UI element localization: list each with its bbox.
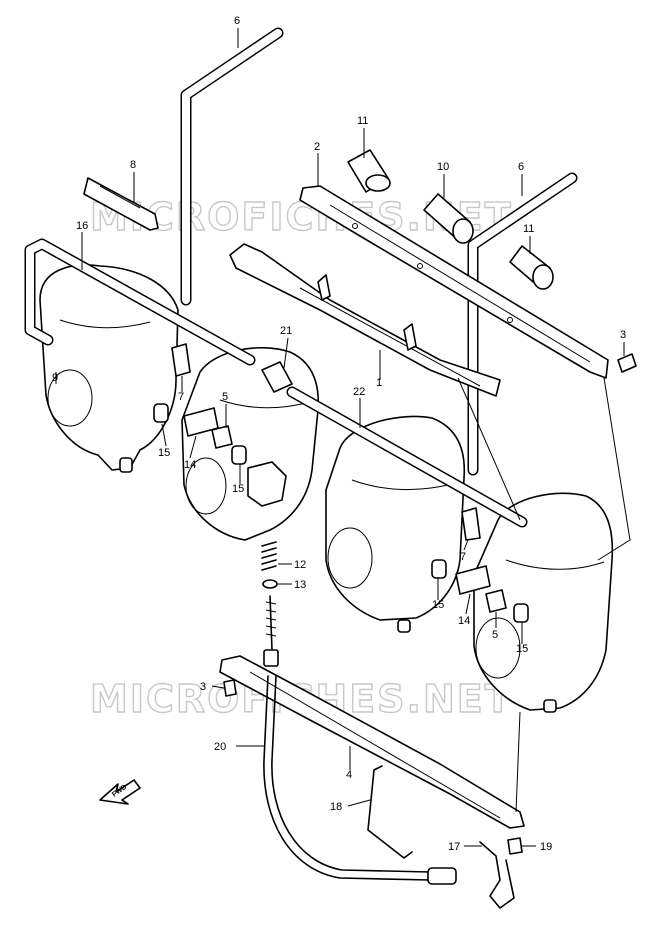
callout-14-left: 14 (184, 459, 196, 471)
bolt-3-bottom (223, 679, 237, 697)
callout-13: 13 (294, 579, 306, 591)
bolt-19 (507, 837, 523, 855)
link-plate-1 (229, 243, 501, 397)
callout-labels: 6 8 11 2 10 6 11 16 3 21 1 22 9 7 5 15 1… (52, 15, 626, 853)
callout-5-left: 5 (222, 391, 228, 403)
callout-17: 17 (448, 841, 460, 853)
bolt-3-top (617, 353, 637, 373)
adjuster-screw (263, 595, 279, 667)
forward-direction-arrow: FWD (99, 779, 141, 805)
breather-tube-22 (286, 386, 528, 528)
carburetor-2 (181, 346, 320, 541)
spring-12 (261, 541, 277, 571)
callout-11-right: 11 (523, 223, 534, 235)
fitting-15-c (431, 559, 447, 579)
fitting-5-right (485, 589, 507, 613)
fitting-15-b (231, 445, 247, 465)
bracket-4 (219, 655, 525, 829)
fitting-15-a (153, 403, 169, 423)
joint-21 (261, 361, 293, 393)
callout-7-right: 7 (460, 551, 466, 563)
callout-6-right: 6 (518, 161, 524, 173)
cable-20 (263, 675, 457, 885)
callout-15-c: 15 (432, 599, 444, 611)
fitting-5-left (211, 425, 233, 449)
washer-13 (262, 579, 278, 589)
rod-18 (367, 765, 413, 859)
carburetor-4 (473, 492, 614, 713)
carburetor-1 (39, 264, 179, 473)
callout-3-top: 3 (620, 329, 626, 341)
holder-plate-2 (299, 185, 609, 379)
callout-1: 1 (376, 377, 382, 389)
callout-3-bottom: 3 (200, 681, 206, 693)
breather-tube-16 (24, 238, 256, 366)
fitting-7-left (171, 343, 191, 377)
callout-4: 4 (346, 769, 352, 781)
callout-14-right: 14 (458, 615, 470, 627)
sleeve-11-right (509, 245, 554, 290)
callout-7-left: 7 (178, 391, 184, 403)
callout-18: 18 (330, 801, 342, 813)
callout-11-top: 11 (357, 115, 368, 127)
callout-9: 9 (52, 372, 58, 384)
callout-12: 12 (294, 559, 306, 571)
fitting-14-right (455, 565, 491, 595)
fitting-7-right (461, 507, 481, 541)
callout-20: 20 (214, 741, 226, 753)
callout-6-left: 6 (234, 15, 240, 27)
callout-2: 2 (314, 141, 320, 153)
callout-15-a: 15 (158, 447, 170, 459)
callout-16: 16 (76, 220, 88, 232)
callout-21: 21 (280, 325, 292, 337)
callout-22: 22 (353, 386, 365, 398)
callout-8: 8 (130, 159, 136, 171)
callout-15-b: 15 (232, 483, 244, 495)
callout-15-d: 15 (516, 643, 528, 655)
leader-lines (55, 28, 631, 847)
callout-5-right: 5 (492, 629, 498, 641)
callout-10: 10 (437, 161, 449, 173)
vent-tube-left (180, 27, 284, 306)
clamp-plate-8 (83, 177, 159, 231)
vent-tube-right (467, 172, 578, 476)
fitting-15-d (513, 603, 529, 623)
sleeve-10 (423, 193, 474, 244)
sleeve-11-top (347, 149, 391, 193)
clip-17 (479, 841, 515, 909)
callout-19: 19 (540, 841, 552, 853)
